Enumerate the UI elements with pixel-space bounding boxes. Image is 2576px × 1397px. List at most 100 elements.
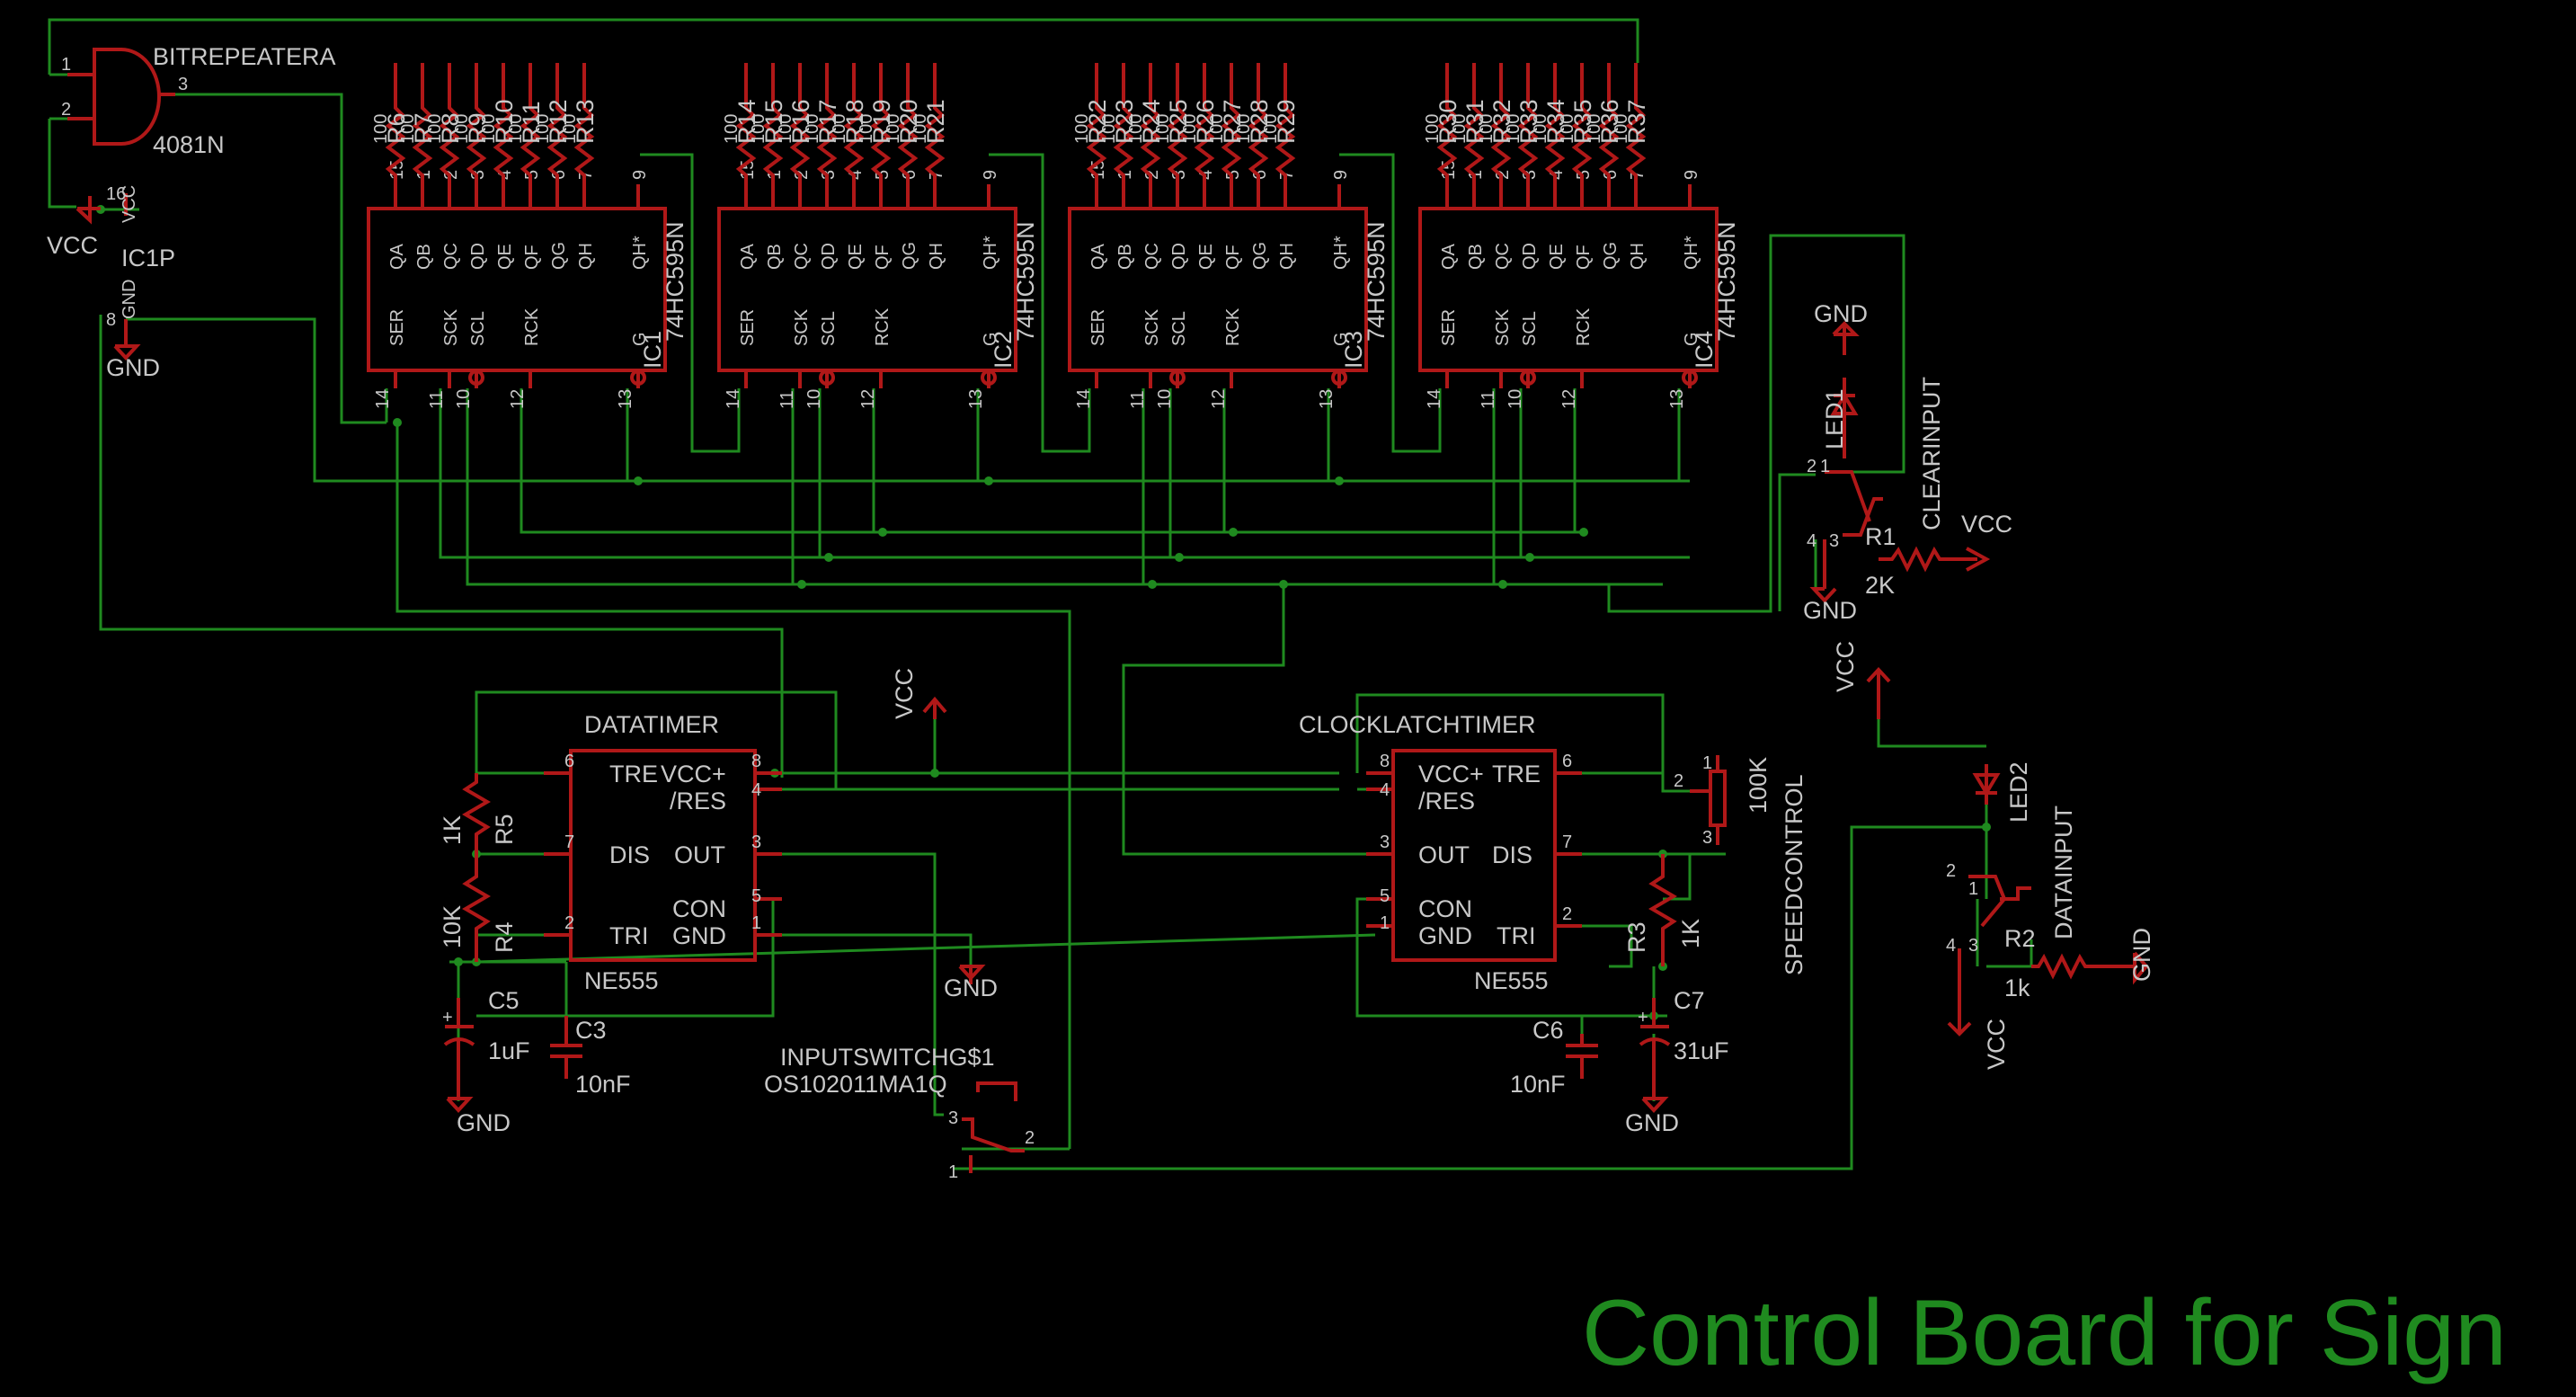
c7-plus: + xyxy=(1638,1008,1648,1028)
reg2-top-pin-label: QC xyxy=(792,243,812,270)
led1-name: LED1 xyxy=(1821,388,1848,449)
reg4-bottom-pin-label: SCL xyxy=(1520,311,1540,346)
reg1-top-pin-number: 9 xyxy=(630,170,650,180)
reg2-top-pin-number: 9 xyxy=(981,170,1000,180)
clock-latch-timer: CLOCKLATCHTIMER NE555 VCC+ /RES OUT CON … xyxy=(1299,711,1582,994)
reg3-bottom-pin-number: 13 xyxy=(1317,389,1337,409)
reg1-resistor-name: R6 xyxy=(383,112,410,144)
reg1-top-pin-label: QC xyxy=(441,243,461,270)
c6-value: 10nF xyxy=(1510,1071,1566,1098)
data-timer-gnd-label: GND xyxy=(457,1109,511,1136)
data-timer-gnd: GND xyxy=(672,922,726,949)
c5-name: C5 xyxy=(488,987,520,1014)
shift-registers: 15QA100R61QB100R72QC100R83QD100R94QE100R… xyxy=(367,63,1740,409)
reg3-top-pin-label: QF xyxy=(1223,245,1243,270)
reg4-name: IC4 xyxy=(1691,331,1718,369)
reg4-resistor xyxy=(1598,63,1620,184)
reg3-scl-bubble xyxy=(1169,369,1186,386)
reg1-resistor xyxy=(466,63,487,184)
switch-gnd-label: GND xyxy=(944,974,998,1001)
reg2-resistor xyxy=(843,63,865,184)
reg1-resistor-name: R8 xyxy=(437,112,464,144)
reg2-resistor xyxy=(897,63,919,184)
c5-value: 1uF xyxy=(488,1037,530,1064)
reg3-resistor-value: 100 xyxy=(1261,114,1281,144)
r5-value: 1K xyxy=(439,815,466,845)
reg1-name: IC1 xyxy=(639,331,666,369)
reg3-resistor-name: R25 xyxy=(1165,99,1192,144)
reg1-resistor-value: 100 xyxy=(425,114,445,144)
reg4-resistor-value: 100 xyxy=(1585,114,1604,144)
r1-value: 2K xyxy=(1865,572,1895,599)
clock-timer-gnd-label: GND xyxy=(1625,1109,1679,1136)
reg1-scl-bubble xyxy=(468,369,484,386)
reg2-body xyxy=(717,207,1017,372)
reg3-top-pin-label: QA xyxy=(1088,243,1108,270)
reg1-g-bubble xyxy=(630,369,646,386)
clock-timer-gnd: GND xyxy=(1418,922,1472,949)
reg2-resistor-name: R14 xyxy=(733,99,760,144)
reg2-top-pin-label: QH xyxy=(927,243,946,270)
reg3-bottom-pin-number: 10 xyxy=(1155,389,1175,409)
reg4-resistor-value: 100 xyxy=(1450,114,1470,144)
clear-pin-3: 3 xyxy=(1829,531,1839,551)
reg3-resistor-name: R24 xyxy=(1138,99,1165,144)
reg2-resistor-name: R20 xyxy=(895,99,922,144)
led1-gnd-label: GND xyxy=(1814,300,1868,327)
pot-pin-3: 3 xyxy=(1702,828,1712,848)
data-timer-pin7: 7 xyxy=(564,832,574,852)
gate-name: BITREPEATERA xyxy=(153,43,336,70)
reg4-top-pin-label: QA xyxy=(1439,243,1459,270)
clear-pin-1: 1 xyxy=(1820,457,1830,476)
reg3-bottom-pin-number: 12 xyxy=(1209,389,1229,409)
data-timer: DATATIMER NE555 TRE DIS TRI VCC+ /RES OU… xyxy=(544,711,782,994)
reg3-top-pin-label: QH xyxy=(1277,243,1297,270)
reg4-top-pin-label: QH xyxy=(1628,243,1648,270)
reg2-g-bubble xyxy=(981,369,997,386)
reg4-bottom-pin-label: RCK xyxy=(1574,307,1594,346)
reg4-resistor-value: 100 xyxy=(1504,114,1523,144)
switch-pin-2: 2 xyxy=(1025,1128,1035,1148)
reg3-bottom-pin-number: 14 xyxy=(1074,389,1094,409)
reg1-bottom-pin-label: RCK xyxy=(522,307,542,346)
reg4-resistor-name: R35 xyxy=(1569,99,1596,144)
reg4-resistor-name: R37 xyxy=(1623,99,1650,144)
reg4-resistor-value: 100 xyxy=(1423,114,1443,144)
reg2-resistor xyxy=(789,63,811,184)
c7-name: C7 xyxy=(1674,987,1705,1014)
clock-timer-vcc: VCC+ xyxy=(1418,761,1484,787)
reg2-bottom-pin-number: 12 xyxy=(858,389,878,409)
reg2-bottom-pin-number: 10 xyxy=(804,389,824,409)
data-timer-pin8: 8 xyxy=(751,752,761,771)
gate-value: 4081N xyxy=(153,131,225,158)
reg3-bottom-pin-label: SCK xyxy=(1142,308,1162,346)
reg4-resistor xyxy=(1463,63,1485,184)
reg4-resistor xyxy=(1625,63,1647,184)
reg3-value: 74HC595N xyxy=(1363,221,1390,342)
reg2-resistor-value: 100 xyxy=(857,114,876,144)
reg4-top-pin-label: QE xyxy=(1547,244,1567,270)
reg4-bottom-pin-number: 12 xyxy=(1559,389,1579,409)
wires xyxy=(48,18,2033,1170)
reg4-resistor-name: R30 xyxy=(1435,99,1461,144)
reg4-bottom-pin-number: 10 xyxy=(1506,389,1525,409)
reg4-g-bubble xyxy=(1682,369,1698,386)
reg4-resistor-value: 100 xyxy=(1612,114,1631,144)
data-timer-out: OUT xyxy=(674,841,725,868)
reg1-bottom-pin-label: SCL xyxy=(468,311,488,346)
reg4-top-pin-label: QC xyxy=(1493,243,1513,270)
c7-value: 31uF xyxy=(1674,1037,1729,1064)
reg2-bottom-pin-label: G xyxy=(981,332,1000,346)
ic1p-power-part: 16 8 VCC GND VCC IC1P GND xyxy=(47,184,175,381)
reg4-bottom-pin-number: 11 xyxy=(1479,390,1498,409)
board-title: Control Board for Sign xyxy=(1582,1281,2507,1385)
reg2-resistor-value: 100 xyxy=(776,114,795,144)
ic1p-gnd-pin: 8 xyxy=(106,310,116,330)
reg2-bottom-pin-number: 11 xyxy=(777,390,797,409)
reg1-resistor-value: 100 xyxy=(533,114,553,144)
reg2-top-pin-label: QH* xyxy=(981,236,1000,270)
clock-timer-value: NE555 xyxy=(1474,967,1549,994)
data-timer-pin5: 5 xyxy=(751,886,761,906)
reg2-resistor xyxy=(870,63,892,184)
reg4-resistor-name: R32 xyxy=(1488,99,1515,144)
